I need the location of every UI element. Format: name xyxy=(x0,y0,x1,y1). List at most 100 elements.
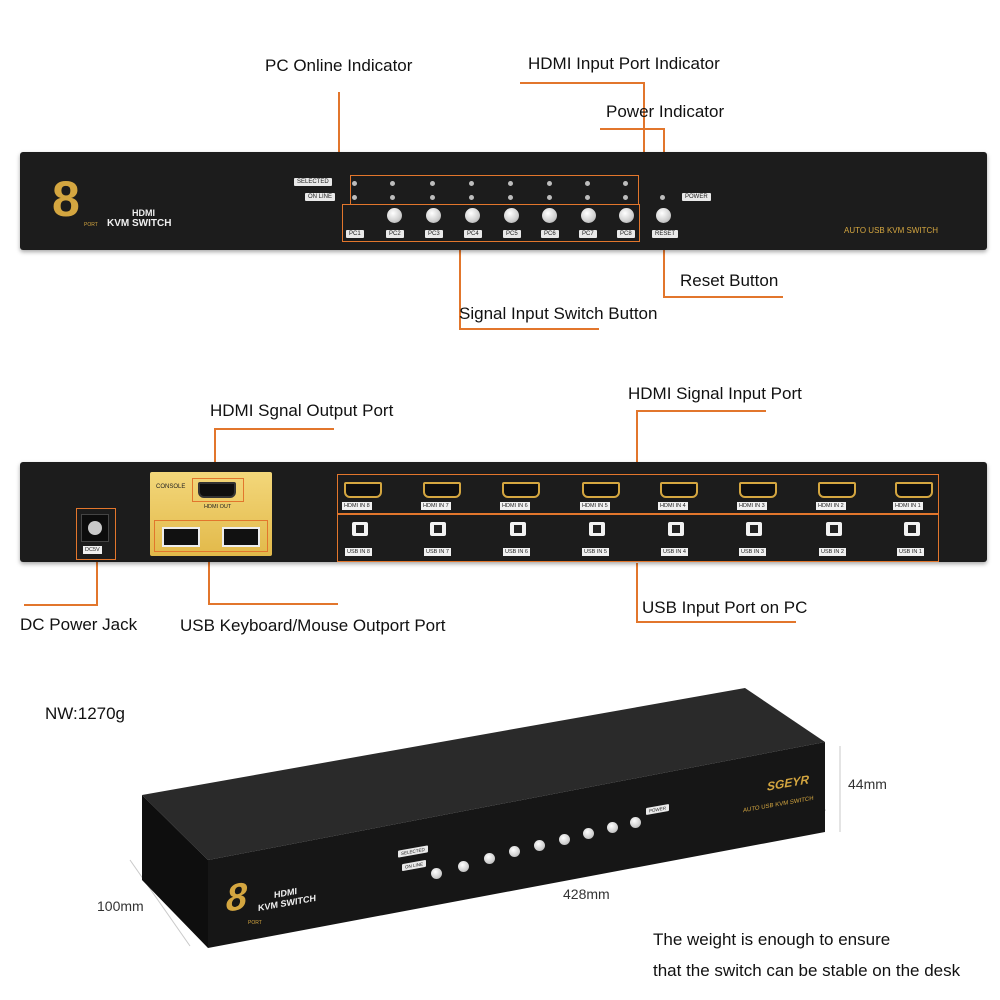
callout-line-reset-v xyxy=(663,238,665,298)
dc-jack-highlight xyxy=(76,508,116,560)
led-selected xyxy=(469,181,474,186)
callout-line-hdmi-indicator-v xyxy=(643,82,645,182)
callout-hdmi-input: HDMI Signal Input Port xyxy=(628,384,802,403)
dc-label: DC5V xyxy=(83,546,102,554)
dim-height: 44mm xyxy=(848,776,887,792)
callout-line-signal-v xyxy=(459,238,461,330)
caption-line-1: The weight is enough to ensure xyxy=(653,930,891,949)
pc-button-label: PC2 xyxy=(386,230,404,238)
led-selected xyxy=(585,181,590,186)
callout-line-hdmi-in-v xyxy=(636,410,638,474)
auto-usb-text: AUTO USB KVM SWITCH xyxy=(844,226,939,235)
switch-button-highlight xyxy=(342,204,640,242)
hdmi-out-port[interactable] xyxy=(198,482,236,498)
led-selected xyxy=(547,181,552,186)
reset-label: RESET xyxy=(652,230,679,238)
dc-jack[interactable] xyxy=(81,514,109,542)
callout-line-usbkb-v xyxy=(208,552,210,604)
back-panel: DC5V CONSOLE HDMI OUT HDMI IN 8 HDMI IN … xyxy=(20,462,987,562)
box-top-face xyxy=(142,688,825,860)
brand-hdmi: HDMI xyxy=(132,208,155,218)
callout-signal-switch: Signal Input Switch Button xyxy=(459,304,658,323)
led-selected xyxy=(390,181,395,186)
product-number: 8 xyxy=(226,875,248,921)
led-online xyxy=(547,195,552,200)
led-selected xyxy=(430,181,435,186)
reset-button[interactable] xyxy=(656,208,671,223)
callout-usb-input: USB Input Port on PC xyxy=(642,598,808,617)
product-reset-button[interactable] xyxy=(630,817,641,828)
caption-line-2: that the switch can be stable on the des… xyxy=(653,961,961,980)
selected-label: SELECTED xyxy=(294,178,332,186)
pc-button-label: PC1 xyxy=(346,230,364,238)
led-selected xyxy=(352,181,357,186)
led-selected xyxy=(508,181,513,186)
hdmi-input-label: HDMI IN 2 xyxy=(816,502,846,510)
pc-button-label: PC6 xyxy=(541,230,559,238)
dim-width: 428mm xyxy=(563,886,610,902)
callout-line-dc-v xyxy=(96,558,98,606)
front-panel: 8 PORT HDMI KVM SWITCH SELECTED ON LINE xyxy=(20,152,987,250)
usb-input-label: USB IN 3 xyxy=(739,548,766,556)
led-row-highlight xyxy=(350,175,639,205)
callout-line-hdmi-out-h xyxy=(214,428,334,430)
hdmi-input-label: HDMI IN 5 xyxy=(580,502,610,510)
product-pc-button[interactable] xyxy=(431,868,442,879)
dim-depth: 100mm xyxy=(97,898,144,914)
callout-line-usbkb-h xyxy=(208,603,338,605)
console-label: CONSOLE xyxy=(156,484,186,490)
product-pc-button[interactable] xyxy=(484,853,495,864)
led-online xyxy=(623,195,628,200)
led-selected xyxy=(623,181,628,186)
dc-jack-hole xyxy=(88,521,102,535)
usb-input-label: USB IN 5 xyxy=(582,548,609,556)
callout-line-hdmi-indicator-h xyxy=(520,82,645,84)
callout-line-pc-online xyxy=(338,92,340,192)
callout-usb-keyboard: USB Keyboard/Mouse Outport Port xyxy=(180,616,446,635)
product-pc-button[interactable] xyxy=(583,828,594,839)
hdmi-input-label: HDMI IN 1 xyxy=(893,502,923,510)
product-pc-button[interactable] xyxy=(559,834,570,845)
hdmi-input-label: HDMI IN 8 xyxy=(342,502,372,510)
callout-line-power-h xyxy=(600,128,665,130)
hdmi-out-highlight xyxy=(192,478,244,502)
product-pc-button[interactable] xyxy=(607,822,618,833)
usb-out-port-1[interactable] xyxy=(162,527,200,547)
led-online xyxy=(352,195,357,200)
usb-inputs-highlight xyxy=(337,514,939,562)
hdmi-input-label: HDMI IN 7 xyxy=(421,502,451,510)
box-left-face xyxy=(142,795,208,948)
callout-line-reset-h xyxy=(663,296,783,298)
pc-button-label: PC8 xyxy=(617,230,635,238)
callout-line-usbin-h xyxy=(636,621,796,623)
led-online xyxy=(390,195,395,200)
usb-input-label: USB IN 6 xyxy=(503,548,530,556)
callout-line-dc-h xyxy=(24,604,97,606)
led-online xyxy=(469,195,474,200)
hdmi-input-label: HDMI IN 4 xyxy=(658,502,688,510)
usb-out-highlight xyxy=(154,520,268,552)
pc-button-label: PC3 xyxy=(425,230,443,238)
power-led xyxy=(660,195,665,200)
usb-input-label: USB IN 8 xyxy=(345,548,372,556)
usb-out-port-2[interactable] xyxy=(222,527,260,547)
usb-input-label: USB IN 2 xyxy=(819,548,846,556)
led-online xyxy=(430,195,435,200)
product-pc-button[interactable] xyxy=(509,846,520,857)
callout-dc-power: DC Power Jack xyxy=(20,615,138,634)
led-online xyxy=(585,195,590,200)
callout-line-signal-h xyxy=(459,328,599,330)
pc-button-label: PC7 xyxy=(579,230,597,238)
product-illustration xyxy=(129,688,841,948)
hdmi-inputs-highlight xyxy=(337,474,939,514)
callout-power-indicator: Power Indicator xyxy=(606,102,725,121)
product-port: PORT xyxy=(248,920,262,926)
led-online xyxy=(508,195,513,200)
callout-line-usbin-v xyxy=(636,563,638,623)
product-pc-button[interactable] xyxy=(458,861,469,872)
hdmi-out-label: HDMI OUT xyxy=(204,504,232,510)
dim-line-depth xyxy=(129,859,191,947)
product-pc-button[interactable] xyxy=(534,840,545,851)
pc-button-label: PC5 xyxy=(503,230,521,238)
brand-number: 8 xyxy=(52,171,80,227)
